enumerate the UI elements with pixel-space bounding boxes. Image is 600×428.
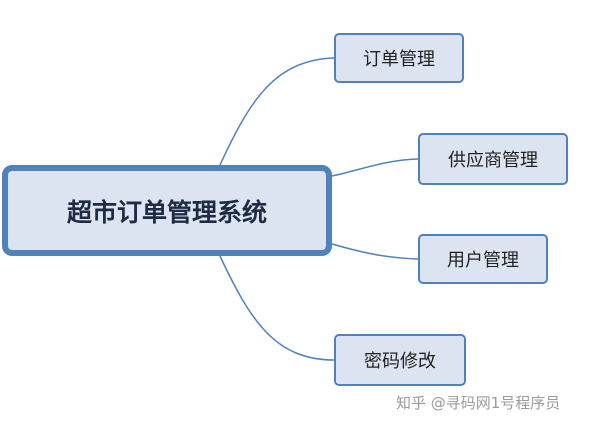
zhihu-watermark: 知乎 @寻码网1号程序员 [396, 394, 561, 412]
root-node-supermarket-order-system[interactable]: 超市订单管理系统 [2, 165, 332, 256]
connector-root-to-users [331, 243, 419, 260]
node-password-change[interactable]: 密码修改 [334, 334, 466, 386]
node-user-management[interactable]: 用户管理 [418, 234, 548, 284]
connector-root-to-suppliers [331, 158, 419, 177]
connector-root-to-password [219, 255, 335, 361]
node-order-management[interactable]: 订单管理 [334, 33, 464, 83]
node-supplier-management[interactable]: 供应商管理 [418, 133, 568, 185]
connector-root-to-orders [219, 57, 335, 166]
